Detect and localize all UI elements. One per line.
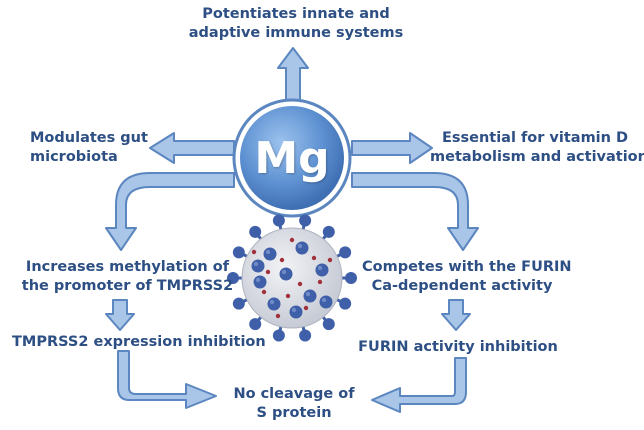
node-tmprss2-inhibition: TMPRSS2 expression inhibition (12, 334, 266, 350)
arrow-tmprss2-to-outcome (117, 350, 217, 409)
arrow-curve-left-methylation (105, 172, 235, 251)
coronavirus-virion-icon (227, 214, 357, 342)
arrow-right-vitamin-d (351, 132, 433, 164)
mg-circle (232, 98, 352, 218)
arrow-down-tmprss2 (105, 299, 135, 331)
arrow-furin-to-outcome (371, 357, 467, 413)
arrow-left-gut (149, 132, 235, 164)
arrow-down-furin (441, 299, 471, 331)
arrow-up-immune (277, 47, 309, 105)
node-furin-inhibition: FURIN activity inhibition (358, 339, 558, 355)
mg-label: Mg (254, 132, 330, 184)
arrow-curve-right-furin (351, 172, 479, 251)
